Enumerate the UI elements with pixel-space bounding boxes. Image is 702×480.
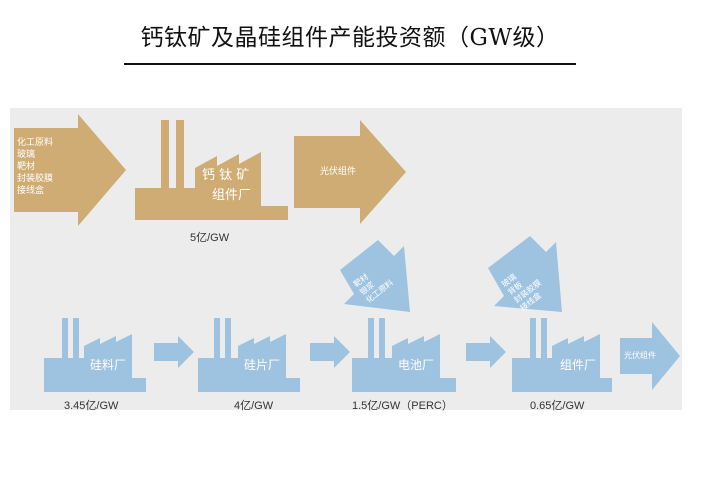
- cell-input-arrow: [340, 240, 410, 312]
- flow-arrow-3: [466, 336, 506, 368]
- silicon-factory-label-4: 组件厂: [560, 358, 597, 372]
- silicon-investment-1: 3.45亿/GW: [64, 400, 119, 412]
- silicon-factory-icon-1: [44, 318, 146, 392]
- silicon-factory-label-1: 硅料厂: [90, 358, 127, 372]
- silicon-factory-icon-3: [352, 318, 456, 392]
- title-underline: [124, 63, 576, 65]
- silicon-output-label: 光伏组件: [624, 351, 656, 360]
- perovskite-factory-icon: [135, 120, 288, 220]
- silicon-factory-label-3: 电池厂: [398, 358, 435, 372]
- perovskite-input-arrow: [14, 114, 126, 226]
- silicon-investment-3: 1.5亿/GW（PERC）: [352, 400, 453, 412]
- module-input-arrow: [488, 236, 562, 312]
- silicon-output-arrow: [620, 322, 680, 390]
- flow-arrow-2: [310, 336, 350, 368]
- silicon-investment-4: 0.65亿/GW: [530, 400, 585, 412]
- perovskite-input-materials: 化工原料 玻璃 靶材 封装胶膜 接线盒: [17, 138, 54, 196]
- perovskite-output-arrow: [294, 120, 406, 224]
- perovskite-output-label: 光伏组件: [320, 167, 357, 177]
- perovskite-investment: 5亿/GW: [190, 232, 230, 244]
- silicon-factory-icon-4: [512, 318, 612, 392]
- flow-arrow-1: [154, 336, 194, 368]
- silicon-investment-2: 4亿/GW: [234, 400, 274, 412]
- perovskite-factory-label-line2: 组件厂: [212, 188, 252, 203]
- perovskite-factory-label-line1: 钙 钛 矿: [202, 168, 250, 183]
- silicon-factory-icon-2: [198, 318, 300, 392]
- page-title: 钙钛矿及晶硅组件产能投资额（GW级）: [140, 25, 560, 51]
- silicon-factory-label-2: 硅片厂: [244, 358, 281, 372]
